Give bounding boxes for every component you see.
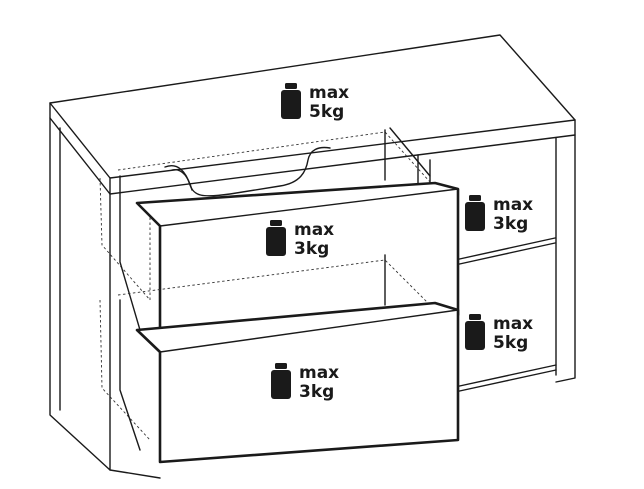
load-label-lower-shelf-line1: max xyxy=(493,314,533,334)
load-label-upper-shelf-line2: 3kg xyxy=(493,214,528,234)
load-label-lower-drawer-line2: 3kg xyxy=(299,382,334,402)
load-marker-lower-drawer: max 3kg xyxy=(271,363,339,402)
weight-icon xyxy=(465,195,485,231)
weight-icon xyxy=(271,363,291,399)
load-label-top-line1: max xyxy=(309,83,349,103)
upper-drawer xyxy=(99,127,460,339)
load-label-upper-shelf-line1: max xyxy=(493,195,533,215)
cabinet-body xyxy=(49,34,576,479)
weight-icon xyxy=(266,220,286,256)
load-label-top-line2: 5kg xyxy=(309,102,344,122)
load-marker-lower-shelf: max 5kg xyxy=(465,314,533,353)
load-marker-upper-shelf: max 3kg xyxy=(465,195,533,234)
lower-drawer xyxy=(99,254,460,464)
load-label-upper-drawer-line2: 3kg xyxy=(294,239,329,259)
load-label-upper-drawer-line1: max xyxy=(294,220,334,240)
load-label-lower-shelf-line2: 5kg xyxy=(493,333,528,353)
load-marker-upper-drawer: max 3kg xyxy=(266,220,334,259)
weight-icon xyxy=(281,83,301,119)
load-label-lower-drawer-line1: max xyxy=(299,363,339,383)
weight-icon xyxy=(465,314,485,350)
load-marker-top: max 5kg xyxy=(281,83,349,122)
